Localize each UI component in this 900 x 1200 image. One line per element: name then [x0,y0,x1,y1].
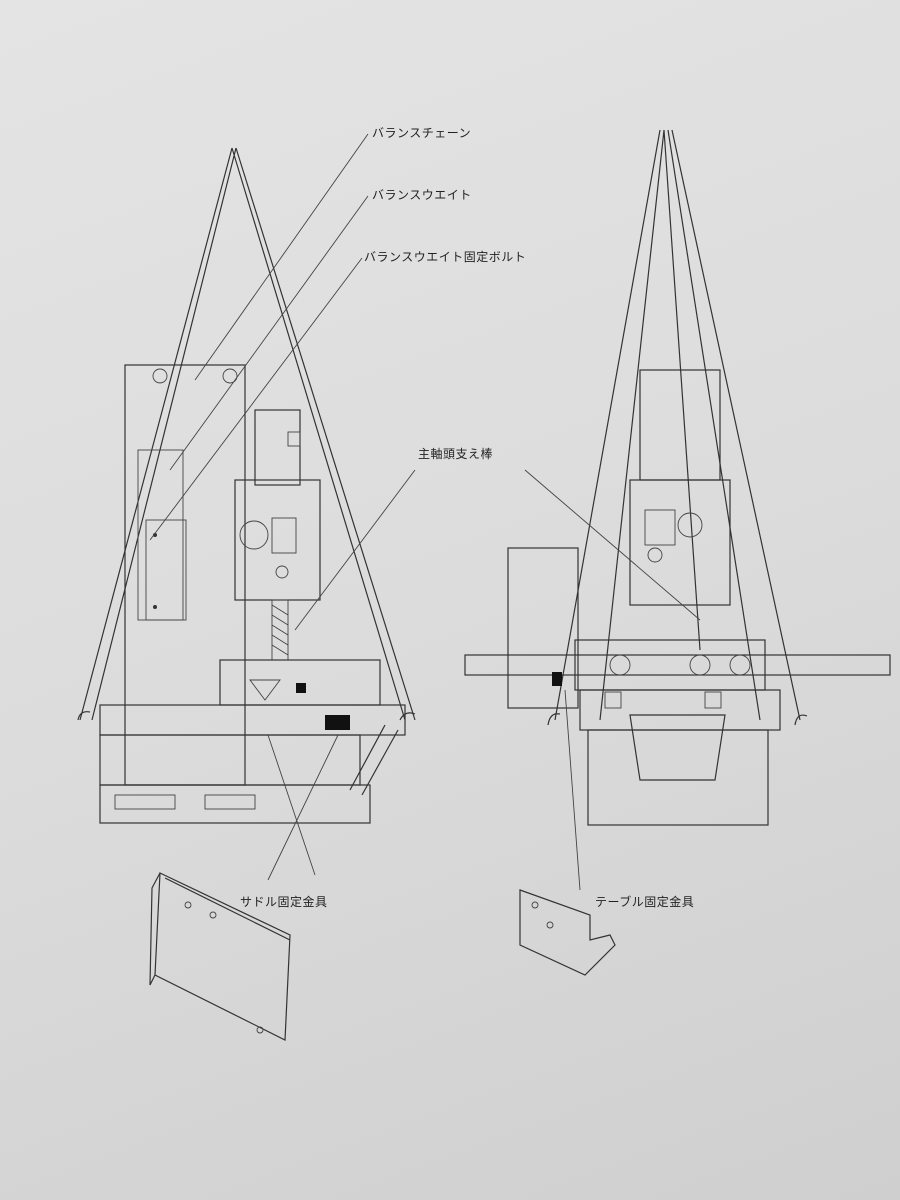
label-spindle-head-support: 主軸頭支え棒 [418,447,494,461]
right-machine-front-view [464,129,891,826]
left-machine-side-view [77,147,416,824]
label-balance-chain: バランスチェーン [372,126,472,140]
label-saddle-bracket: サドル固定金具 [240,895,328,909]
table-bracket-drawing [519,889,616,976]
label-balance-weight-bolt: バランスウエイト固定ボルト [364,250,527,264]
label-table-bracket: テーブル固定金具 [595,895,695,909]
label-balance-weight: バランスウエイト [372,188,472,202]
saddle-bracket-drawing [149,872,291,1041]
